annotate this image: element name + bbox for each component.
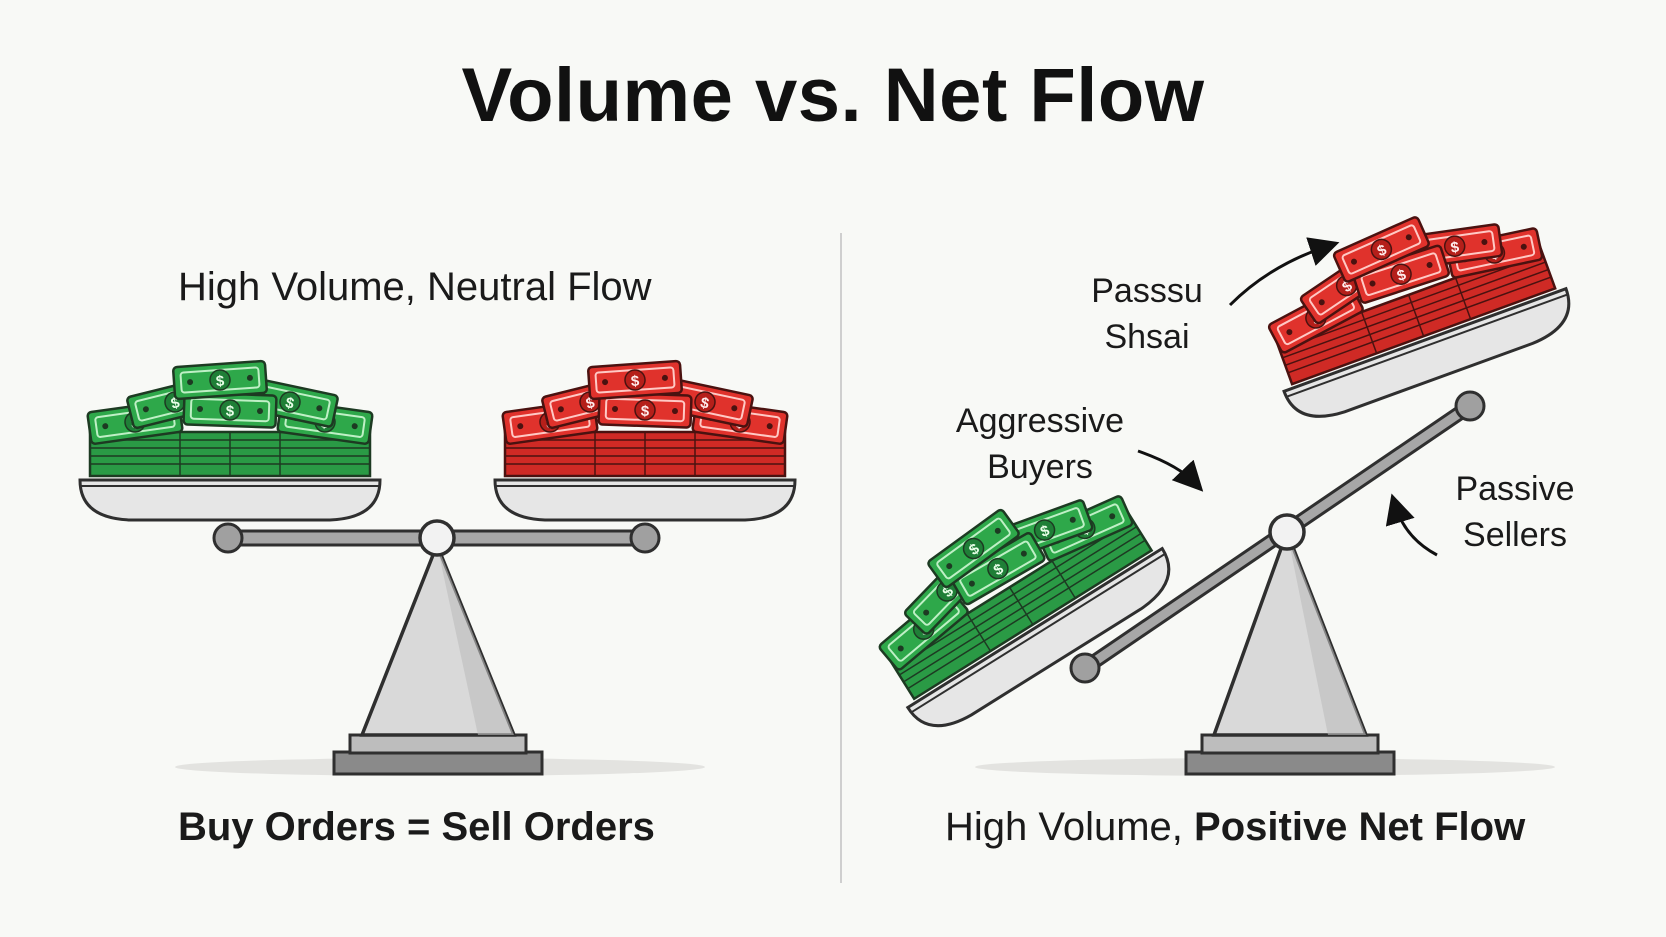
green-cash-stack bbox=[87, 361, 373, 476]
scale-base bbox=[332, 750, 544, 776]
red-cash-stack bbox=[502, 361, 788, 476]
left-panel-label: High Volume, Neutral Flow bbox=[178, 265, 652, 309]
annotation-sellers-line1: Passive bbox=[1455, 470, 1575, 508]
annotation-top: Passsu Shsai bbox=[1082, 268, 1212, 360]
arrow-icon bbox=[1228, 237, 1340, 307]
left-panel-caption: Buy Orders = Sell Orders bbox=[178, 805, 655, 849]
annotation-buyers-line2: Buyers bbox=[987, 448, 1093, 486]
arrow-icon bbox=[1137, 449, 1204, 492]
panel-divider bbox=[840, 233, 842, 883]
right-panel-caption: High Volume, Positive Net Flow bbox=[945, 805, 1525, 850]
page-title: Volume vs. Net Flow bbox=[461, 53, 1205, 138]
annotation-buyers-line1: Aggressive bbox=[955, 402, 1125, 440]
arrow-icon bbox=[1385, 493, 1438, 557]
annotation-aggressive-buyers: Aggressive Buyers bbox=[940, 398, 1140, 490]
annotation-top-line2: Shsai bbox=[1104, 318, 1190, 356]
tilted-scale bbox=[845, 177, 1582, 776]
annotation-top-line1: Passsu bbox=[1091, 272, 1203, 310]
right-caption-plain: High Volume, bbox=[945, 805, 1195, 849]
annotation-sellers-line2: Sellers bbox=[1463, 516, 1567, 554]
balanced-scale bbox=[78, 361, 797, 776]
annotation-passive-sellers: Passive Sellers bbox=[1440, 466, 1590, 558]
scale-pivot bbox=[418, 519, 456, 557]
right-caption-bold: Positive Net Flow bbox=[1194, 805, 1526, 849]
